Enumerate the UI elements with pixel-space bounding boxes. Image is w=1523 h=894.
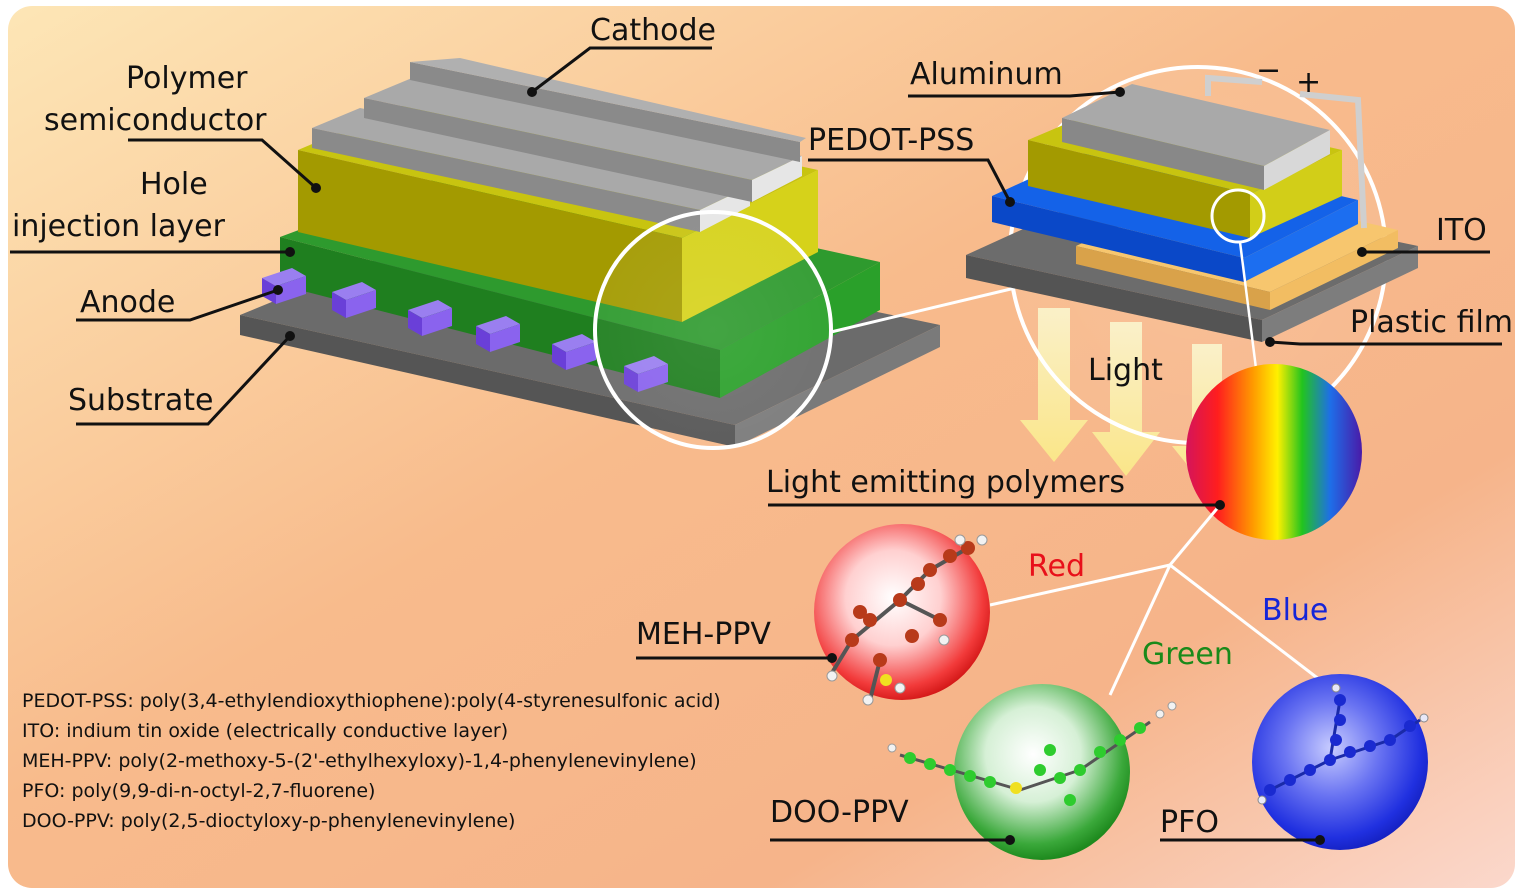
zoom-connector bbox=[830, 286, 1016, 334]
doo-ppv-molecule bbox=[887, 684, 1177, 860]
pfo-molecule bbox=[1252, 674, 1429, 850]
label-polymer-2: semiconductor bbox=[44, 103, 267, 138]
abbreviation-pedot-pss: PEDOT-PSS: poly(3,4-ethylendioxythiophen… bbox=[22, 690, 721, 712]
label-substrate: Substrate bbox=[68, 383, 213, 418]
cathode-strips bbox=[312, 58, 806, 232]
label-hole-1: Hole bbox=[140, 167, 208, 202]
label-green: Green bbox=[1142, 637, 1233, 672]
leader-lines bbox=[10, 46, 1502, 842]
abbreviation-doo-ppv: DOO-PPV: poly(2,5-dioctyloxy-p-phenylene… bbox=[22, 810, 516, 832]
label-cathode: Cathode bbox=[590, 13, 716, 48]
label-anode: Anode bbox=[80, 285, 175, 320]
label-hole-2: injection layer bbox=[12, 209, 226, 244]
label-pfo: PFO bbox=[1160, 805, 1219, 840]
label-doo-ppv: DOO-PPV bbox=[770, 795, 909, 830]
label-plus: + bbox=[1296, 65, 1321, 100]
zoom-circle-small bbox=[1210, 188, 1266, 244]
label-red: Red bbox=[1028, 549, 1085, 584]
label-plastic-film: Plastic film bbox=[1350, 305, 1513, 340]
positive-wire bbox=[1299, 91, 1367, 229]
abbreviation-list: PEDOT-PSS: poly(3,4-ethylendioxythiophen… bbox=[22, 686, 721, 836]
label-pedot-pss: PEDOT-PSS bbox=[808, 123, 974, 158]
zoom-circle-left bbox=[593, 210, 833, 450]
abbreviation-meh-ppv: MEH-PPV: poly(2-methoxy-5-(2'-ethylhexyl… bbox=[22, 750, 697, 772]
abbreviation-ito: ITO: indium tin oxide (electrically cond… bbox=[22, 720, 509, 742]
emission-spectrum-ball bbox=[1186, 364, 1362, 540]
label-ito: ITO bbox=[1436, 213, 1487, 248]
label-aluminum: Aluminum bbox=[910, 57, 1063, 92]
label-light: Light bbox=[1088, 353, 1163, 388]
label-meh-ppv: MEH-PPV bbox=[636, 617, 771, 652]
anode-cubes bbox=[262, 268, 668, 392]
leader-dots bbox=[273, 87, 1367, 845]
left-oled-device bbox=[240, 58, 1016, 450]
molecule-connectors bbox=[989, 504, 1321, 696]
label-polymer-1: Polymer bbox=[126, 61, 248, 96]
abbreviation-pfo: PFO: poly(9,9-di-n-octyl-2,7-fluorene) bbox=[22, 780, 376, 802]
meh-ppv-molecule bbox=[814, 524, 990, 706]
negative-wire bbox=[1205, 74, 1263, 96]
label-blue: Blue bbox=[1262, 593, 1328, 628]
label-minus: − bbox=[1256, 53, 1281, 88]
label-light-emitting-polymers: Light emitting polymers bbox=[766, 465, 1125, 500]
